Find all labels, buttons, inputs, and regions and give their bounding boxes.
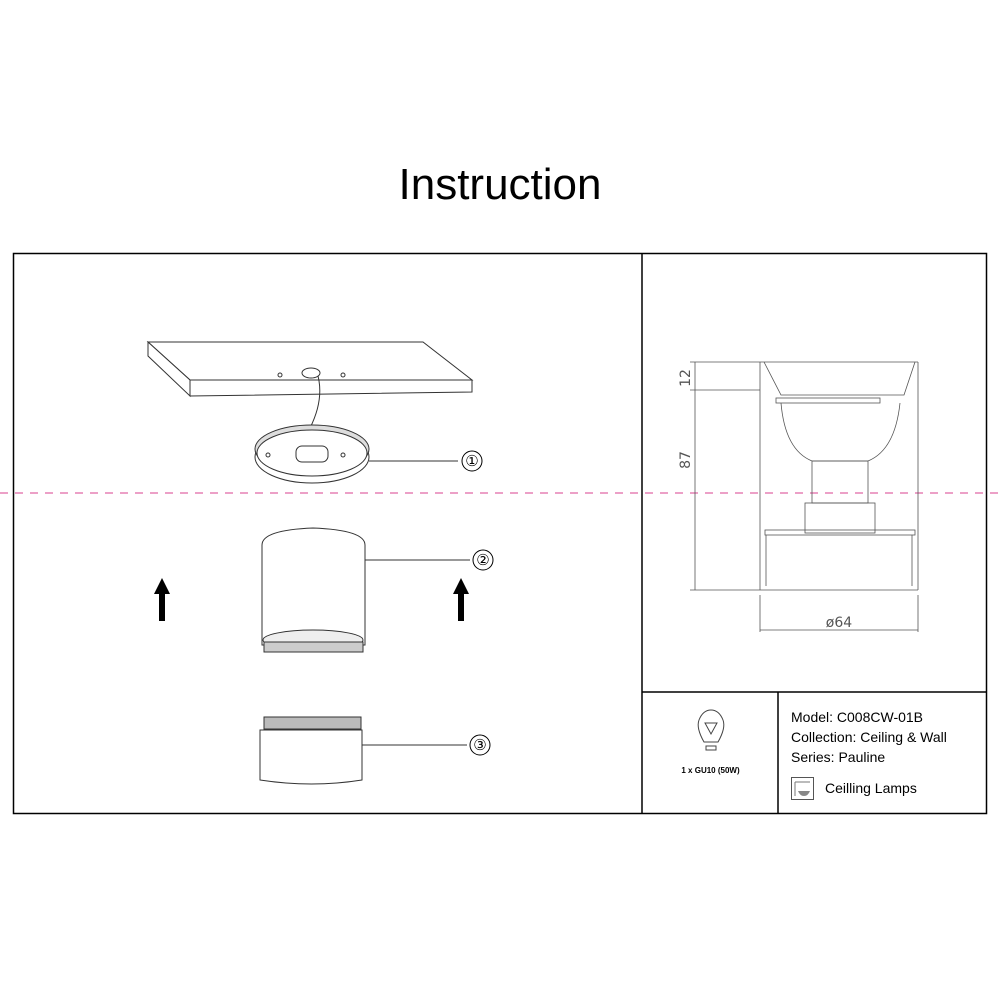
step-3-marker bbox=[469, 734, 491, 756]
lamp-body bbox=[261, 527, 470, 653]
dimension-diameter: ø64 bbox=[826, 615, 852, 631]
page-title: Instruction bbox=[398, 160, 602, 209]
step-1-label: ① bbox=[465, 452, 478, 470]
arrow-up-icon bbox=[453, 578, 469, 621]
category-text: Ceilling Lamps bbox=[825, 780, 917, 796]
series-text: Series: Pauline bbox=[791, 749, 886, 765]
outer-frame bbox=[12, 252, 988, 815]
lamp-ring bbox=[259, 716, 467, 785]
ceiling-lamp-icon bbox=[791, 777, 814, 800]
step-2-label: ② bbox=[476, 551, 489, 569]
step-3-label: ③ bbox=[473, 736, 486, 754]
dimension-top-height: 12 bbox=[678, 369, 694, 387]
arrow-up-icon bbox=[154, 578, 170, 621]
light-bulb-icon bbox=[697, 709, 725, 751]
dimension-body-height: 87 bbox=[678, 451, 694, 469]
step-1-marker bbox=[461, 450, 483, 472]
step-2-marker bbox=[472, 549, 494, 571]
bulb-spec: 1 x GU10 (50W) bbox=[681, 766, 740, 775]
dimension-drawing bbox=[690, 361, 919, 632]
model-text: Model: C008CW-01B bbox=[791, 709, 924, 725]
ceiling-plate bbox=[146, 340, 474, 429]
mounting-bracket bbox=[254, 424, 458, 484]
collection-text: Collection: Ceiling & Wall bbox=[791, 729, 947, 745]
